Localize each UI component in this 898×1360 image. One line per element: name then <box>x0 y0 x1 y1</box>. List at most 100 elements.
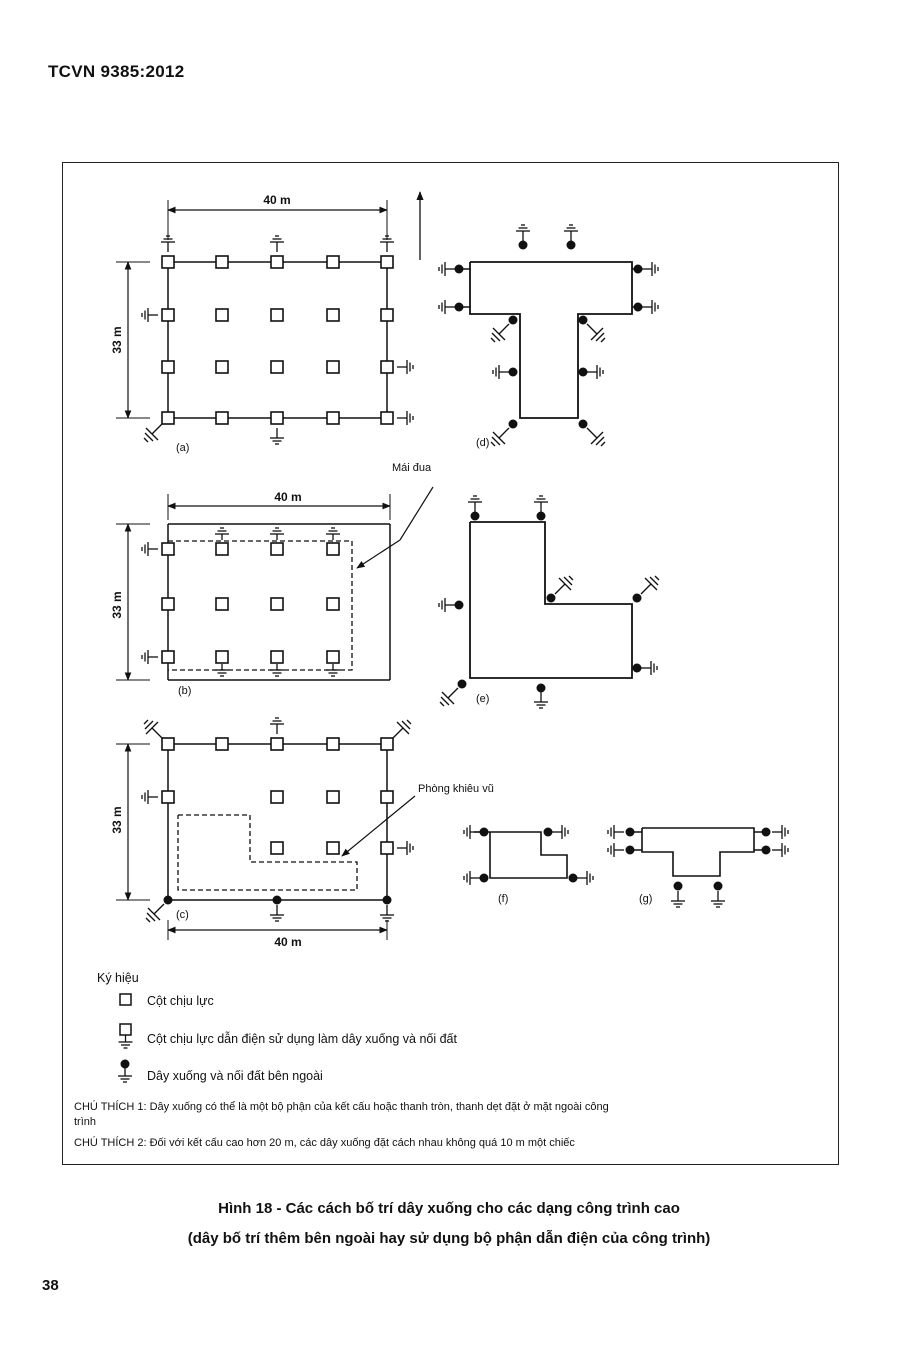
down-conductor-dot-icon <box>578 367 588 377</box>
column-square-icon <box>380 790 394 804</box>
earth-symbol-icon <box>607 825 624 839</box>
earth-symbol-icon <box>586 427 606 447</box>
down-conductor-dot-icon <box>578 419 588 429</box>
earth-symbol-icon <box>772 825 789 839</box>
column-square-icon <box>161 650 175 664</box>
diagram-a-label: (a) <box>176 442 189 454</box>
earth-symbol-icon <box>380 905 394 922</box>
column-square-icon <box>326 650 340 664</box>
diagram-g-label: (g) <box>639 893 652 905</box>
column-square-icon <box>326 542 340 556</box>
earth-symbol-icon <box>586 323 606 343</box>
down-conductor-dot-icon <box>470 511 480 521</box>
diagram-b-height-label: 33 m <box>110 591 124 618</box>
down-conductor-dot-icon <box>508 419 518 429</box>
earth-symbol-icon <box>554 575 574 595</box>
outline-t-shape <box>469 261 633 419</box>
earth-symbol-icon <box>492 365 509 379</box>
earth-symbol-icon <box>161 235 175 252</box>
note-2-line-1: CHÚ THÍCH 2: Đối với kết cấu cao hơn 20 … <box>74 1136 575 1149</box>
down-conductor-dot-icon <box>546 593 556 603</box>
legend-grounded-column-icon <box>119 1023 132 1036</box>
earth-symbol-icon <box>392 719 412 739</box>
column-square-icon <box>161 255 175 269</box>
column-square-icon <box>270 308 284 322</box>
down-conductor-dot-icon <box>163 895 173 905</box>
down-conductor-dot-icon <box>382 895 392 905</box>
earth-symbol-icon <box>215 527 229 540</box>
column-square-icon <box>161 308 175 322</box>
callout-leader <box>399 486 434 541</box>
column-square-icon <box>215 255 229 269</box>
down-conductor-dot-icon <box>578 315 588 325</box>
legend-column-square-icon <box>119 993 132 1006</box>
earth-symbol-icon <box>326 527 340 540</box>
down-conductor-dot-icon <box>568 873 578 883</box>
figure-caption-subtitle: (dây bố trí thêm bên ngoài hay sử dụng b… <box>187 1230 711 1247</box>
earth-symbol-icon <box>607 843 624 857</box>
down-conductor-dot-icon <box>625 827 635 837</box>
column-square-icon <box>270 542 284 556</box>
earth-symbol-icon <box>270 527 284 540</box>
column-square-icon <box>326 255 340 269</box>
earth-symbol-icon <box>438 598 455 612</box>
down-conductor-dot-icon <box>566 240 576 250</box>
earth-symbol-icon <box>215 664 229 677</box>
column-square-icon <box>326 360 340 374</box>
earth-symbol-icon <box>534 692 548 709</box>
legend-item-grounded-column: Cột chịu lực dẫn điện sử dụng làm dây xu… <box>147 1031 458 1046</box>
earth-symbol-icon <box>552 825 569 839</box>
column-square-icon <box>270 411 284 425</box>
down-conductor-dot-icon <box>272 895 282 905</box>
column-square-icon <box>326 597 340 611</box>
down-conductor-dot-icon <box>713 881 723 891</box>
note-1-line-1: CHÚ THÍCH 1: Dây xuống có thể là một bộ … <box>74 1100 609 1113</box>
down-conductor-dot-icon <box>761 845 771 855</box>
earth-symbol-icon <box>642 262 659 276</box>
diagram-b-width-label: 40 m <box>274 490 301 504</box>
earth-symbol-icon <box>516 224 530 241</box>
down-conductor-dot-icon <box>120 1059 130 1069</box>
note-1-line-2: trình <box>74 1116 96 1128</box>
earth-symbol-icon <box>671 891 685 908</box>
column-square-icon <box>215 411 229 425</box>
column-square-icon <box>380 308 394 322</box>
earth-symbol-icon <box>438 300 455 314</box>
column-square-icon <box>270 737 284 751</box>
down-conductor-dot-icon <box>536 511 546 521</box>
figure-frame <box>62 162 839 1165</box>
earth-symbol-icon <box>577 871 594 885</box>
column-square-icon <box>215 542 229 556</box>
column-square-icon <box>270 597 284 611</box>
down-conductor-dot-icon <box>543 827 553 837</box>
diagram-a-height-label: 33 m <box>110 326 124 353</box>
column-square-icon <box>326 841 340 855</box>
earth-symbol-icon <box>141 308 158 322</box>
earth-symbol-icon <box>270 905 284 922</box>
earth-symbol-icon <box>640 575 660 595</box>
column-square-icon <box>215 597 229 611</box>
earth-symbol-icon <box>145 903 165 923</box>
down-conductor-dot-icon <box>508 367 518 377</box>
diagram-f-label: (f) <box>498 893 508 905</box>
building-outline-dashed <box>168 540 353 671</box>
column-square-icon <box>270 841 284 855</box>
earth-symbol-icon <box>490 427 510 447</box>
column-square-icon <box>326 737 340 751</box>
legend-item-external-conductor: Dây xuống và nối đất bên ngoài <box>147 1069 323 1083</box>
ballroom-outline-dashed <box>177 814 358 891</box>
outline-stepped-shape <box>489 831 568 879</box>
callout-leader <box>356 539 401 569</box>
column-square-icon <box>270 360 284 374</box>
column-square-icon <box>161 542 175 556</box>
diagram-c-width-label: 40 m <box>274 935 301 949</box>
down-conductor-dot-icon <box>508 315 518 325</box>
earth-symbol-icon <box>326 664 340 677</box>
earth-symbol-icon <box>397 411 414 425</box>
earth-symbol-icon <box>438 262 455 276</box>
earth-symbol-icon <box>711 891 725 908</box>
page-number: 38 <box>42 1277 59 1294</box>
diagram-c-label: (c) <box>176 909 189 921</box>
earth-symbol-icon <box>380 235 394 252</box>
earth-symbol-icon <box>270 235 284 252</box>
